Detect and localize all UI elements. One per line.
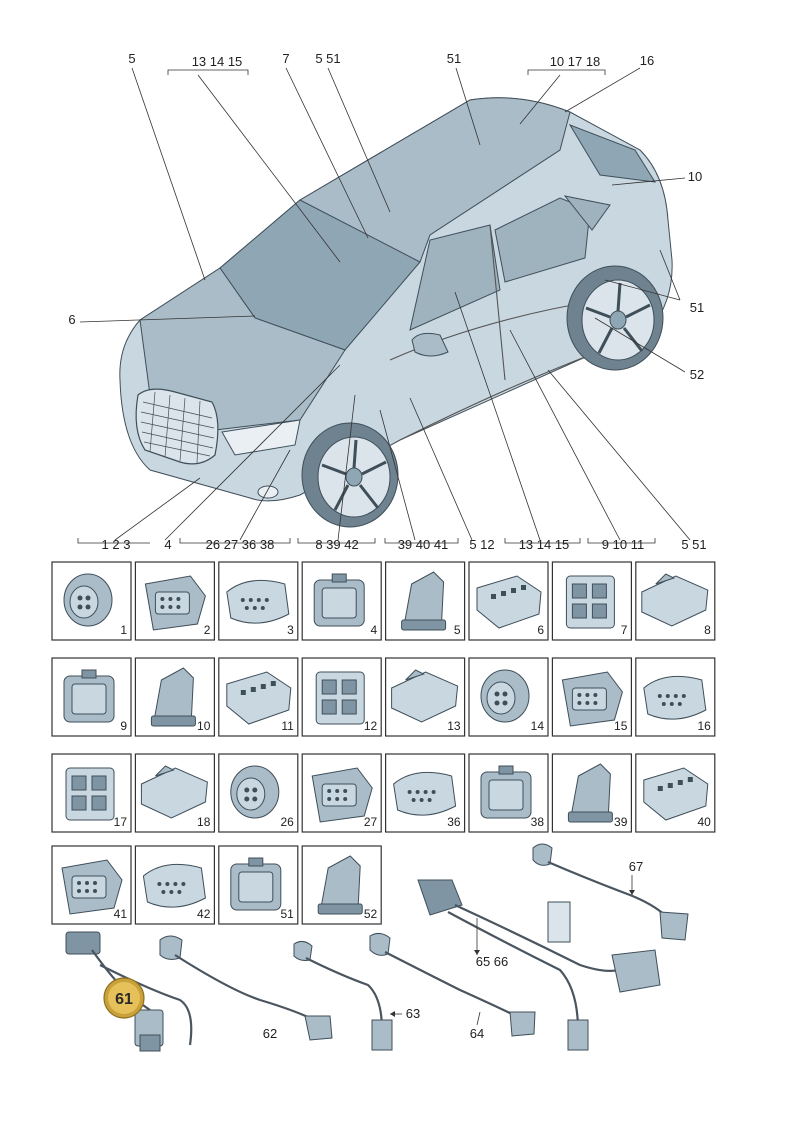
connector-tile-36[interactable]: 36 [385,753,466,833]
connector-tile-number: 11 [281,719,294,733]
connector-tile-18[interactable]: 18 [134,753,215,833]
label-65-66: 65 66 [476,954,509,969]
connector-tile-7[interactable]: 7 [551,561,633,641]
connector-tile-number: 36 [447,815,461,829]
connector-tile-12[interactable]: 12 [301,657,382,737]
callout-bottom-4: 4 [164,537,171,552]
connector-tile-52[interactable]: 52 [301,845,382,925]
callout-top-5: 5 [128,51,135,66]
connector-tile-39[interactable]: 39 [551,753,633,833]
connector-tile-9[interactable]: 9 [51,657,132,737]
connector-tile-27[interactable]: 27 [301,753,382,833]
callout-bottom-5-51: 5 51 [681,537,706,552]
connector-tile-26[interactable]: 26 [218,753,299,833]
connector-tile-number: 4 [371,623,378,637]
connector-tile-number: 14 [531,719,545,733]
connector-tile-1[interactable]: 1 [51,561,132,641]
car-illustration [119,97,673,528]
connector-tile-15[interactable]: 15 [551,657,633,737]
callout-top-16: 16 [640,53,654,68]
connector-tile-number: 39 [614,815,628,829]
connector-tile-number: 15 [614,719,628,733]
connector-tile-3[interactable]: 3 [218,561,299,641]
connector-tile-4[interactable]: 4 [301,561,382,641]
wiring-harnesses: 61 62 63 64 65 66 67 [65,843,689,1052]
connector-tile-number: 5 [454,623,461,637]
connector-tile-number: 51 [280,907,294,921]
callout-top-51: 51 [447,51,461,66]
connector-tile-11[interactable]: 11 [218,657,299,737]
connector-tile-number: 38 [531,815,545,829]
callout-right-51: 51 [690,300,704,315]
connector-tile-number: 8 [704,623,711,637]
callout-bottom-8-39-42: 8 39 42 [315,537,358,552]
harness-63[interactable] [293,940,393,1051]
connector-tile-number: 18 [197,815,211,829]
callout-top-13-14-15: 13 14 15 [192,54,243,69]
connector-tile-number: 13 [447,719,461,733]
callout-top-5-51: 5 51 [315,51,340,66]
connector-tile-number: 9 [120,719,127,733]
connector-tile-5[interactable]: 5 [385,561,466,641]
callout-top-10-17-18: 10 17 18 [550,54,601,69]
callout-top-7: 7 [282,51,289,66]
callout-bottom-39-40-41: 39 40 41 [398,537,449,552]
connector-tile-42[interactable]: 42 [134,845,215,925]
badge-61: 61 [103,977,145,1019]
front-wheel [301,422,399,528]
callout-leaders [77,67,691,544]
callout-bottom-5-12: 5 12 [469,537,494,552]
connector-tile-number: 42 [197,907,211,921]
connector-tile-2[interactable]: 2 [134,561,215,641]
callout-bottom-1-2-3: 1 2 3 [102,537,131,552]
connector-tile-10[interactable]: 10 [134,657,215,737]
rear-wheel [566,265,664,371]
callout-left-6: 6 [68,312,75,327]
callout-bottom-13-14-15: 13 14 15 [519,537,570,552]
harness-62[interactable] [159,935,333,1041]
connector-tile-number: 26 [280,815,294,829]
connector-tile-41[interactable]: 41 [51,845,132,925]
label-62: 62 [263,1026,277,1041]
connector-tile-16[interactable]: 16 [635,657,716,737]
connector-tile-38[interactable]: 38 [468,753,549,833]
connector-tile-8[interactable]: 8 [635,561,716,641]
harness-67[interactable] [532,843,689,941]
harness-64[interactable] [369,932,536,1037]
badge-61-label: 61 [115,991,133,1008]
connector-tile-number: 27 [364,815,378,829]
connector-tile-17[interactable]: 17 [51,753,132,833]
callout-right-10: 10 [688,169,702,184]
connector-tile-number: 16 [697,719,711,733]
connector-tile-14[interactable]: 14 [468,657,549,737]
connector-tile-number: 41 [114,907,128,921]
connector-tile-number: 1 [120,623,127,637]
connector-tile-40[interactable]: 40 [635,753,716,833]
connector-tile-number: 2 [204,623,211,637]
car-callout-labels: 5 13 14 15 7 5 51 51 10 17 18 16 10 51 5… [68,51,706,552]
connector-tile-51[interactable]: 51 [218,845,299,925]
connector-tile-number: 10 [197,719,211,733]
connector-tile-13[interactable]: 13 [385,657,466,737]
callout-right-52: 52 [690,367,704,382]
connector-tile-number: 40 [697,815,711,829]
callout-bottom-9-10-11: 9 10 11 [602,537,644,552]
connector-tile-6[interactable]: 6 [468,561,549,641]
connector-tile-number: 3 [287,623,294,637]
connector-tile-number: 52 [364,907,378,921]
label-63: 63 [406,1006,420,1021]
label-64: 64 [470,1026,484,1041]
harness-65-66[interactable] [417,879,661,1051]
connector-tile-number: 17 [114,815,128,829]
harness-61[interactable] [65,931,193,1052]
connector-tile-number: 7 [621,623,628,637]
connector-tile-number: 12 [364,719,378,733]
connector-tile-number: 6 [537,623,544,637]
label-67: 67 [629,859,643,874]
callout-bottom-26-27-36-38: 26 27 36 38 [206,537,275,552]
